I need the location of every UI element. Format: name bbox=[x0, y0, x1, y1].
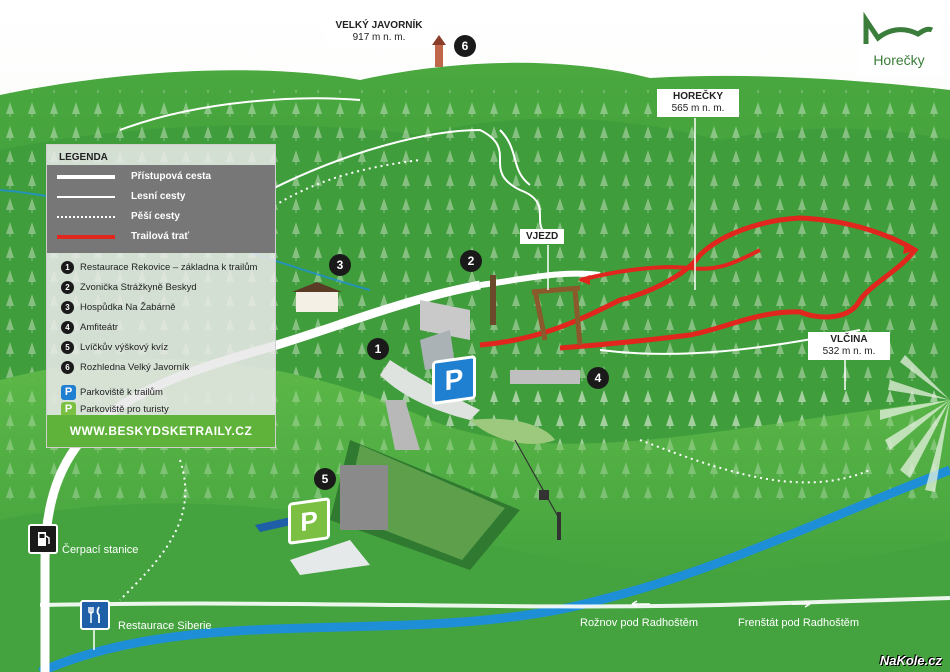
parking-label: Parkoviště k trailům bbox=[80, 387, 163, 398]
peak-label-horecky: HOREČKY 565 m n. m. bbox=[657, 89, 739, 117]
fork-knife-icon bbox=[88, 606, 100, 623]
poi-marker-6[interactable]: 6 bbox=[454, 35, 476, 57]
poi-number: 5 bbox=[61, 341, 74, 354]
website-link[interactable]: WWW.BESKYDSKETRAILY.CZ bbox=[47, 415, 275, 447]
poi-label: Amfiteátr bbox=[80, 322, 119, 333]
legend-line-label: Pěší cesty bbox=[131, 211, 180, 222]
poi-label: Lvíčkův výškový kvíz bbox=[80, 342, 169, 353]
gas-station-icon[interactable] bbox=[28, 524, 58, 554]
poi-number: 1 bbox=[61, 261, 74, 274]
peak-label-velky-javornik: VELKÝ JAVORNÍK 917 m n. m. bbox=[326, 18, 432, 46]
horecky-logo: Horečky bbox=[858, 11, 940, 74]
poi-marker-2[interactable]: 2 bbox=[460, 250, 482, 272]
parking-label: Parkoviště pro turisty bbox=[80, 404, 169, 415]
legend-line-label: Přístupová cesta bbox=[131, 171, 212, 182]
fuel-pump-icon bbox=[38, 532, 50, 546]
peak-elevation: 917 m n. m. bbox=[352, 32, 406, 43]
legend-line-walking-paths: Pěší cesty bbox=[47, 209, 275, 226]
restaurant-label: Restaurace Siberie bbox=[118, 620, 212, 632]
parking-sign-trails[interactable]: P bbox=[432, 354, 476, 406]
direction-left-label: Rožnov pod Radhoštěm bbox=[580, 617, 699, 629]
poi-marker-1[interactable]: 1 bbox=[367, 338, 389, 360]
poi-label: Zvonička Strážkyně Beskyd bbox=[80, 282, 197, 293]
direction-right-label: Frenštát pod Radhoštěm bbox=[738, 617, 860, 629]
parking-icon: P bbox=[61, 402, 76, 417]
thin-line-swatch bbox=[57, 196, 115, 198]
watermark: NaKole.cz bbox=[879, 653, 942, 668]
website-url[interactable]: WWW.BESKYDSKETRAILY.CZ bbox=[69, 424, 253, 438]
red-line-swatch bbox=[57, 235, 115, 239]
thick-line-swatch bbox=[57, 175, 115, 179]
legend-line-trail: Trailová trať bbox=[47, 229, 275, 246]
legend-line-label: Lesní cesty bbox=[131, 191, 186, 202]
peak-label-vlcina: VLČINA 532 m n. m. bbox=[808, 332, 890, 360]
legend-line-label: Trailová trať bbox=[131, 231, 190, 242]
legend-line-types: Přístupová cesta Lesní cesty Pěší cesty … bbox=[47, 165, 275, 253]
parking-icon: P bbox=[61, 385, 76, 400]
peak-name: VLČINA bbox=[830, 334, 868, 345]
poi-number: 6 bbox=[61, 361, 74, 374]
poi-number: 2 bbox=[61, 281, 74, 294]
logo-mark bbox=[863, 11, 934, 44]
poi-label: Hospůdka Na Žabárně bbox=[80, 302, 176, 313]
legend-title: LEGENDA bbox=[59, 152, 108, 163]
legend-line-forest-roads: Lesní cesty bbox=[47, 189, 275, 206]
legend-panel: LEGENDA Přístupová cesta Lesní cesty Pěš… bbox=[46, 144, 276, 448]
poi-label: Restaurace Rekovice – základna k trailům bbox=[80, 262, 258, 273]
poi-label: Rozhledna Velký Javorník bbox=[80, 362, 190, 373]
poi-marker-5[interactable]: 5 bbox=[314, 468, 336, 490]
dotted-line-swatch bbox=[57, 216, 115, 218]
restaurant-icon[interactable] bbox=[80, 600, 110, 630]
legend-line-access-road: Přístupová cesta bbox=[47, 169, 275, 186]
peak-elevation: 565 m n. m. bbox=[671, 103, 725, 114]
peak-name: HOREČKY bbox=[672, 91, 723, 102]
logo-text: Horečky bbox=[873, 52, 925, 68]
poi-marker-3[interactable]: 3 bbox=[329, 254, 351, 276]
gas-station-label: Čerpací stanice bbox=[62, 544, 139, 556]
entry-label: VJEZD bbox=[520, 229, 565, 244]
poi-number: 4 bbox=[61, 321, 74, 334]
parking-sign-tourists[interactable]: P bbox=[288, 497, 330, 545]
peak-elevation: 532 m n. m. bbox=[822, 346, 876, 357]
poi-marker-4[interactable]: 4 bbox=[587, 367, 609, 389]
peak-name: VELKÝ JAVORNÍK bbox=[335, 20, 423, 31]
poi-number: 3 bbox=[61, 301, 74, 314]
